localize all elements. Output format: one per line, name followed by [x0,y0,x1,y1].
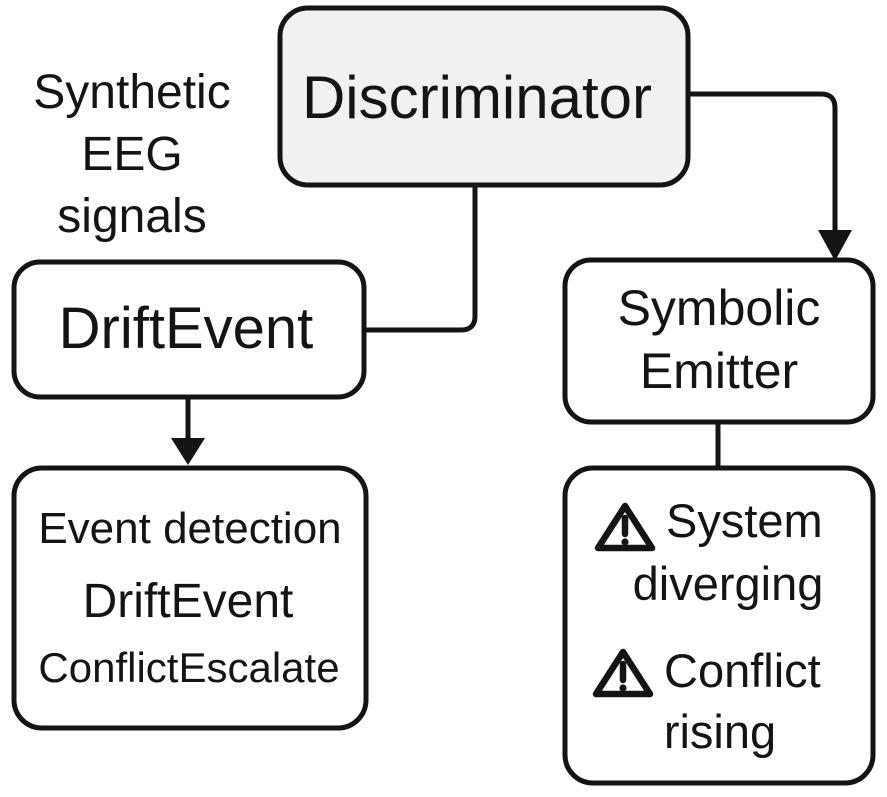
symbolic-emitter-box [562,257,876,425]
symbolic-emitter-node: Symbolic Emitter [562,257,876,425]
alert-system-diverging: System diverging [594,494,824,610]
alerts-node: System diverging Conflict rising [562,465,876,786]
event-detection-box [11,465,369,731]
symbolic-emitter-label-line2: Emitter [640,343,798,399]
event-detection-driftevent-label: DriftEvent [83,575,294,628]
arrow-discriminator-to-symbolic-emitter [688,91,838,234]
alert1-line1: System [666,494,823,547]
symbolic-emitter-label-line1: Symbolic [618,280,821,336]
discriminator-box [277,5,691,188]
alert2-line1: Conflict [664,644,821,697]
drift-event-box [11,259,367,400]
drift-event-label: DriftEvent [59,296,314,361]
connector-discriminator-to-driftevent [364,185,478,333]
arrowhead-to-symbolic-emitter [818,230,852,261]
discriminator-label: Discriminator [302,64,652,131]
event-detection-node: Event detection DriftEvent ConflictEscal… [11,465,369,731]
event-detection-title: Event detection [38,504,341,553]
arrowhead-to-event-detection [171,438,205,465]
input-signal-label: Synthetic EEG signals [33,66,230,243]
input-label-line3: signals [57,190,206,243]
warning-icon [592,648,654,698]
alert1-line2: diverging [633,557,824,610]
input-label-line1: Synthetic [33,66,230,119]
warning-icon [594,502,656,552]
discriminator-node: Discriminator [277,5,691,188]
alert2-line2: rising [664,705,776,758]
input-label-line2: EEG [81,128,182,181]
alert-conflict-rising: Conflict rising [592,644,821,758]
event-detection-conflictescalate-label: ConflictEscalate [38,644,339,691]
drift-event-node: DriftEvent [11,259,367,400]
